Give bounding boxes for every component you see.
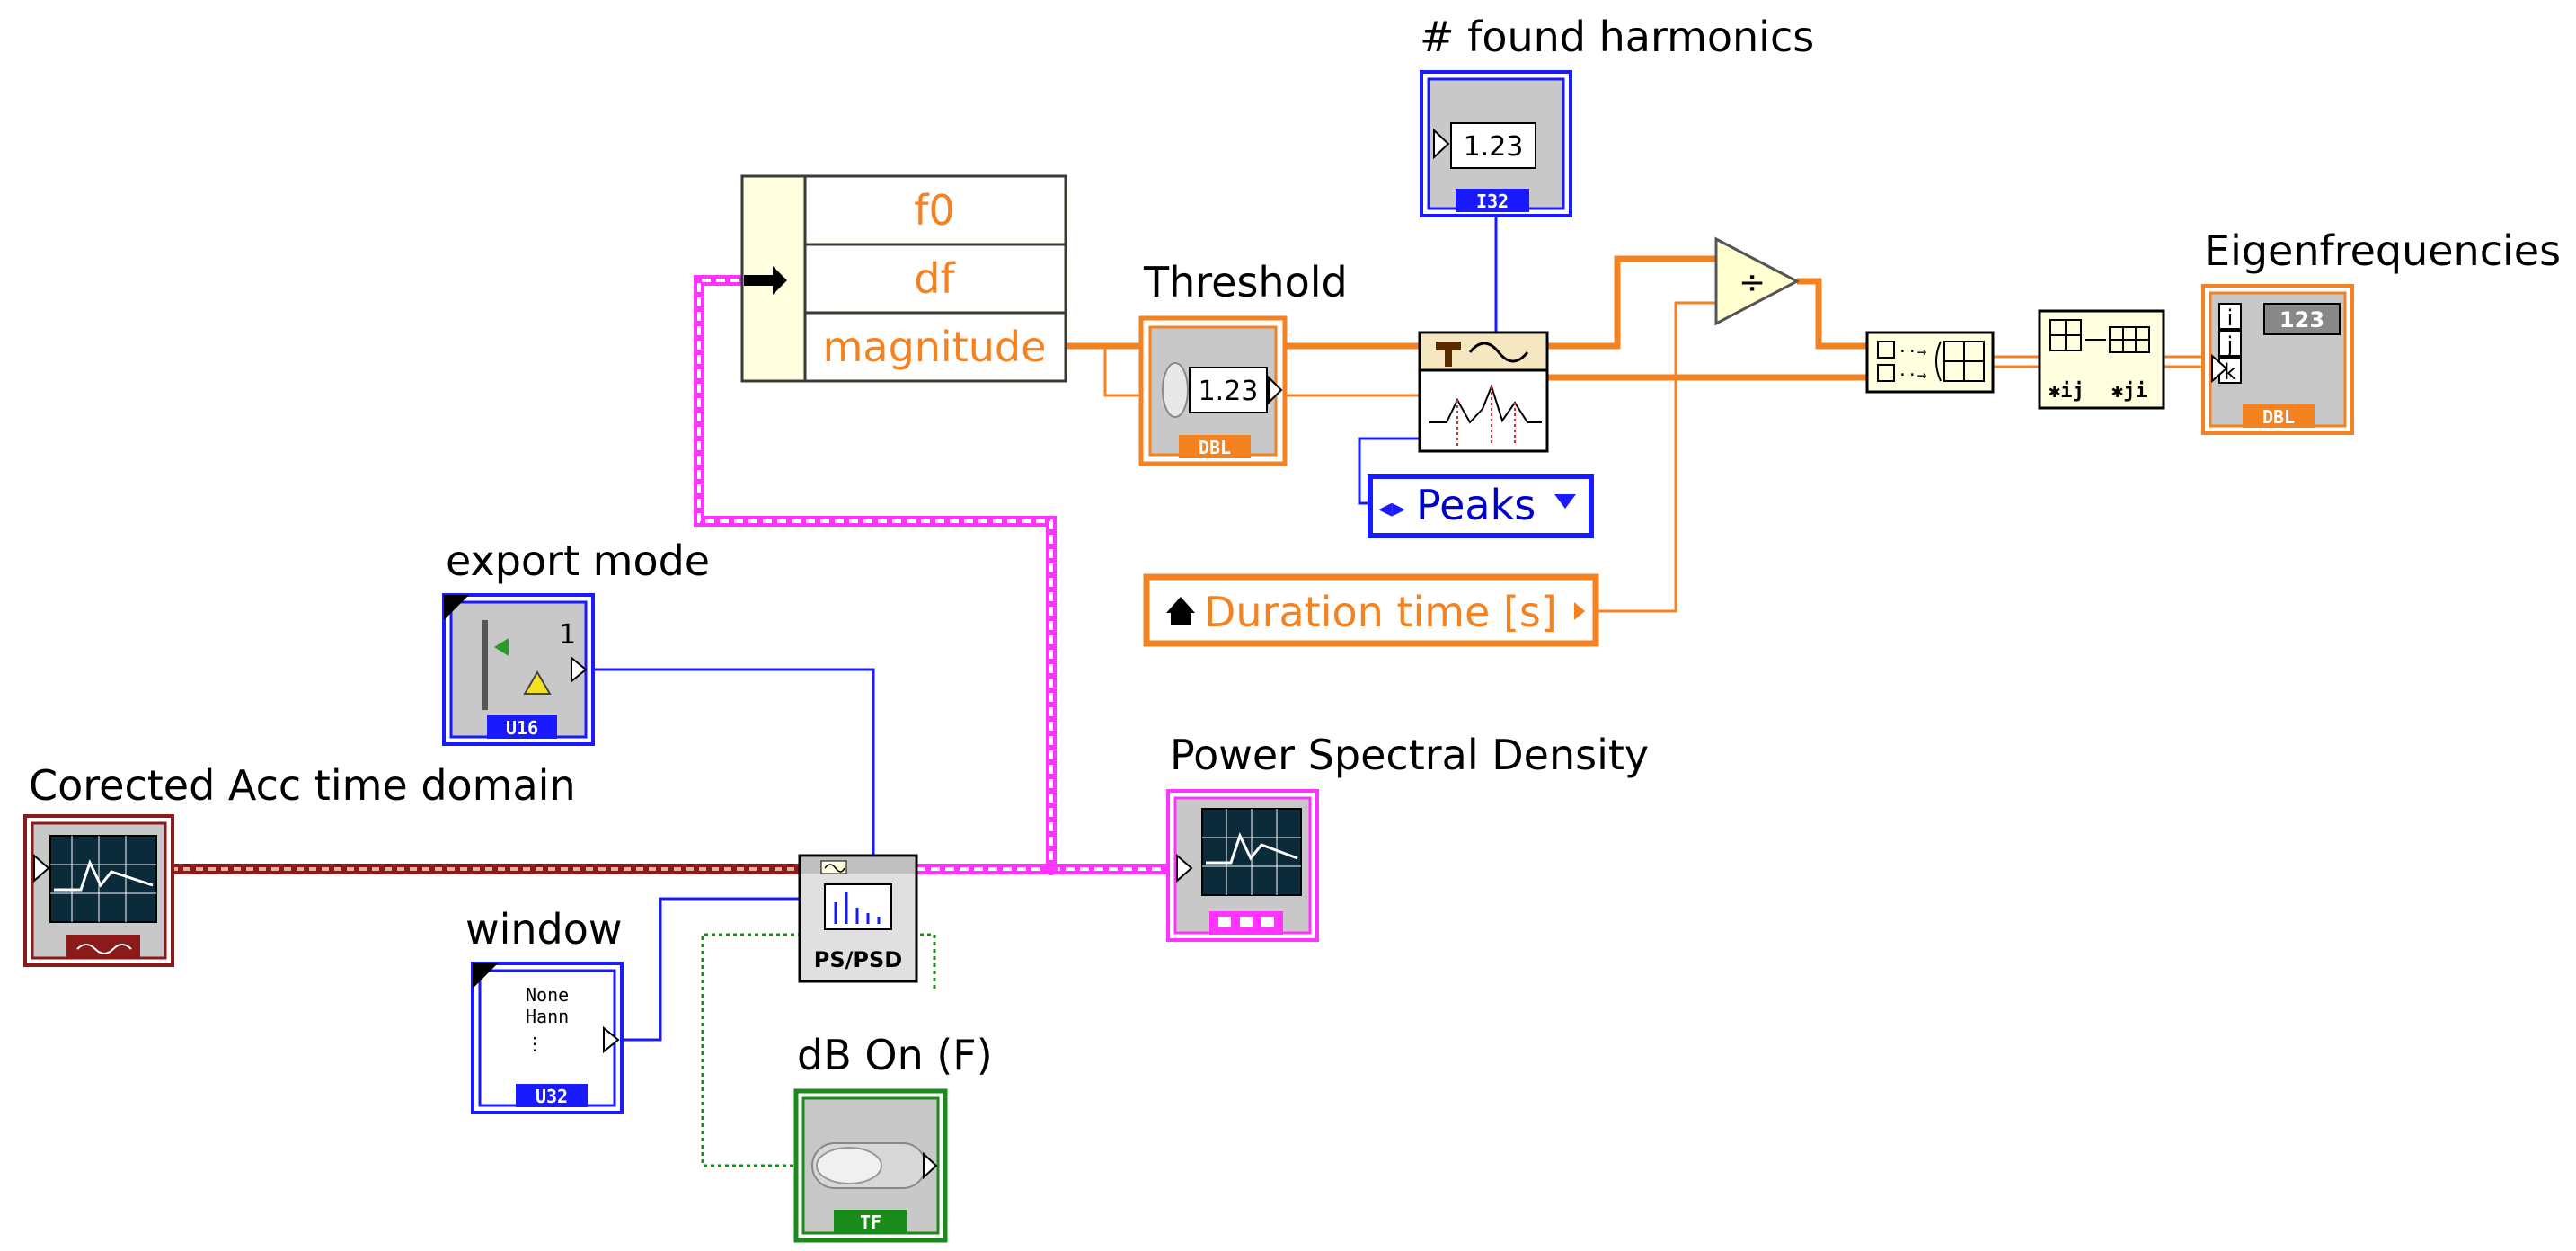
eigen-index-i: i xyxy=(2227,306,2234,331)
pink-wires xyxy=(694,275,1177,875)
blue-wires xyxy=(590,216,1498,1042)
export-mode-control[interactable]: 1 U16 xyxy=(442,593,595,746)
build-array-node[interactable]: ··→ ··→ xyxy=(1865,331,1995,394)
wire-divide-build xyxy=(1797,278,1867,350)
wire-peaks-const xyxy=(1358,437,1420,505)
peaks-graph-icon xyxy=(1429,384,1542,424)
orange-wires xyxy=(1066,255,2210,613)
eigen-index-j: j xyxy=(2226,333,2234,358)
found-harmonics-indicator[interactable]: 1.23 I32 xyxy=(1420,70,1572,217)
threshold-control[interactable]: 1.23 DBL xyxy=(1138,315,1288,466)
label-eigenfrequencies: Eigenfrequencies xyxy=(2204,226,2561,275)
divide-symbol: ÷ xyxy=(1739,264,1766,301)
chevron-down-icon xyxy=(1554,494,1576,509)
wire-db-on xyxy=(701,933,936,1167)
unbundle-item-magnitude: magnitude xyxy=(823,323,1047,371)
label-power-spectral-density: Power Spectral Density xyxy=(1170,731,1649,779)
peak-detector-vi[interactable] xyxy=(1418,331,1549,453)
svg-text:✱ij: ✱ij xyxy=(2049,380,2085,403)
numeric-knob-icon xyxy=(1162,362,1189,418)
db-on-type: TF xyxy=(860,1211,881,1233)
found-harmonics-value: 1.23 xyxy=(1464,131,1524,163)
svg-text:✱ji: ✱ji xyxy=(2111,380,2147,403)
svg-text:··→: ··→ xyxy=(1898,342,1927,361)
power-spectral-density-indicator[interactable] xyxy=(1166,789,1319,942)
wire-export-mode xyxy=(590,668,875,858)
window-option-hann: Hann xyxy=(526,1006,569,1027)
label-export-mode: export mode xyxy=(446,537,710,585)
label-corrected-acc: Corected Acc time domain xyxy=(29,761,576,810)
eigenfrequencies-indicator[interactable]: i j k 123 DBL xyxy=(2201,284,2354,435)
home-icon xyxy=(1166,597,1195,626)
window-option-more: ⋮ xyxy=(526,1033,544,1054)
graph-icon xyxy=(49,835,157,923)
unbundle-item-df: df xyxy=(914,254,956,303)
window-option-none: None xyxy=(526,984,569,1006)
duration-time-value: Duration time [s] xyxy=(1204,588,1557,636)
hammer-icon xyxy=(1436,342,1461,367)
wire-duration-divide xyxy=(1596,301,1716,613)
peaks-arrows-icon: ◂▸ xyxy=(1378,492,1405,524)
db-on-control[interactable]: TF xyxy=(793,1088,948,1243)
threshold-type: DBL xyxy=(1199,437,1231,458)
peaks-value: Peaks xyxy=(1416,481,1536,529)
wire-peak-divide xyxy=(1547,255,1716,350)
label-window: window xyxy=(465,905,623,954)
ps-psd-vi[interactable]: PS/PSD xyxy=(798,854,918,983)
divide-node[interactable]: ÷ xyxy=(1714,236,1801,326)
label-db-on: dB On (F) xyxy=(797,1031,993,1079)
sine-icon xyxy=(1468,342,1529,363)
duration-time-control[interactable]: Duration time [s] xyxy=(1143,573,1599,647)
eigen-value: 123 xyxy=(2279,307,2324,333)
corrected-acc-control[interactable] xyxy=(23,814,174,967)
export-mode-type: U16 xyxy=(506,717,538,739)
transpose-grid-icon xyxy=(2049,319,2150,353)
unbundle-arrow-icon xyxy=(744,266,787,295)
wire-window xyxy=(620,897,800,1042)
window-type: U32 xyxy=(536,1086,568,1107)
transpose-node[interactable]: ✱ij ✱ji xyxy=(2038,309,2165,410)
eigen-type: DBL xyxy=(2262,406,2295,428)
export-mode-value: 1 xyxy=(559,619,576,651)
slider-thumb-icon xyxy=(494,638,509,656)
window-control[interactable]: None Hann ⋮ U32 xyxy=(471,962,624,1114)
eigen-index-k: k xyxy=(2224,359,2236,385)
label-threshold: Threshold xyxy=(1143,258,1348,306)
unbundle-item-f0: f0 xyxy=(914,186,954,235)
threshold-value: 1.23 xyxy=(1199,376,1259,407)
label-found-harmonics: # found harmonics xyxy=(1420,13,1814,61)
ps-psd-label: PS/PSD xyxy=(814,947,902,972)
svg-text:··→: ··→ xyxy=(1898,366,1927,385)
peaks-constant[interactable]: ◂▸ Peaks xyxy=(1368,474,1594,538)
unbundle-by-name[interactable]: f0 df magnitude xyxy=(740,174,1067,383)
found-harmonics-type: I32 xyxy=(1476,191,1509,212)
